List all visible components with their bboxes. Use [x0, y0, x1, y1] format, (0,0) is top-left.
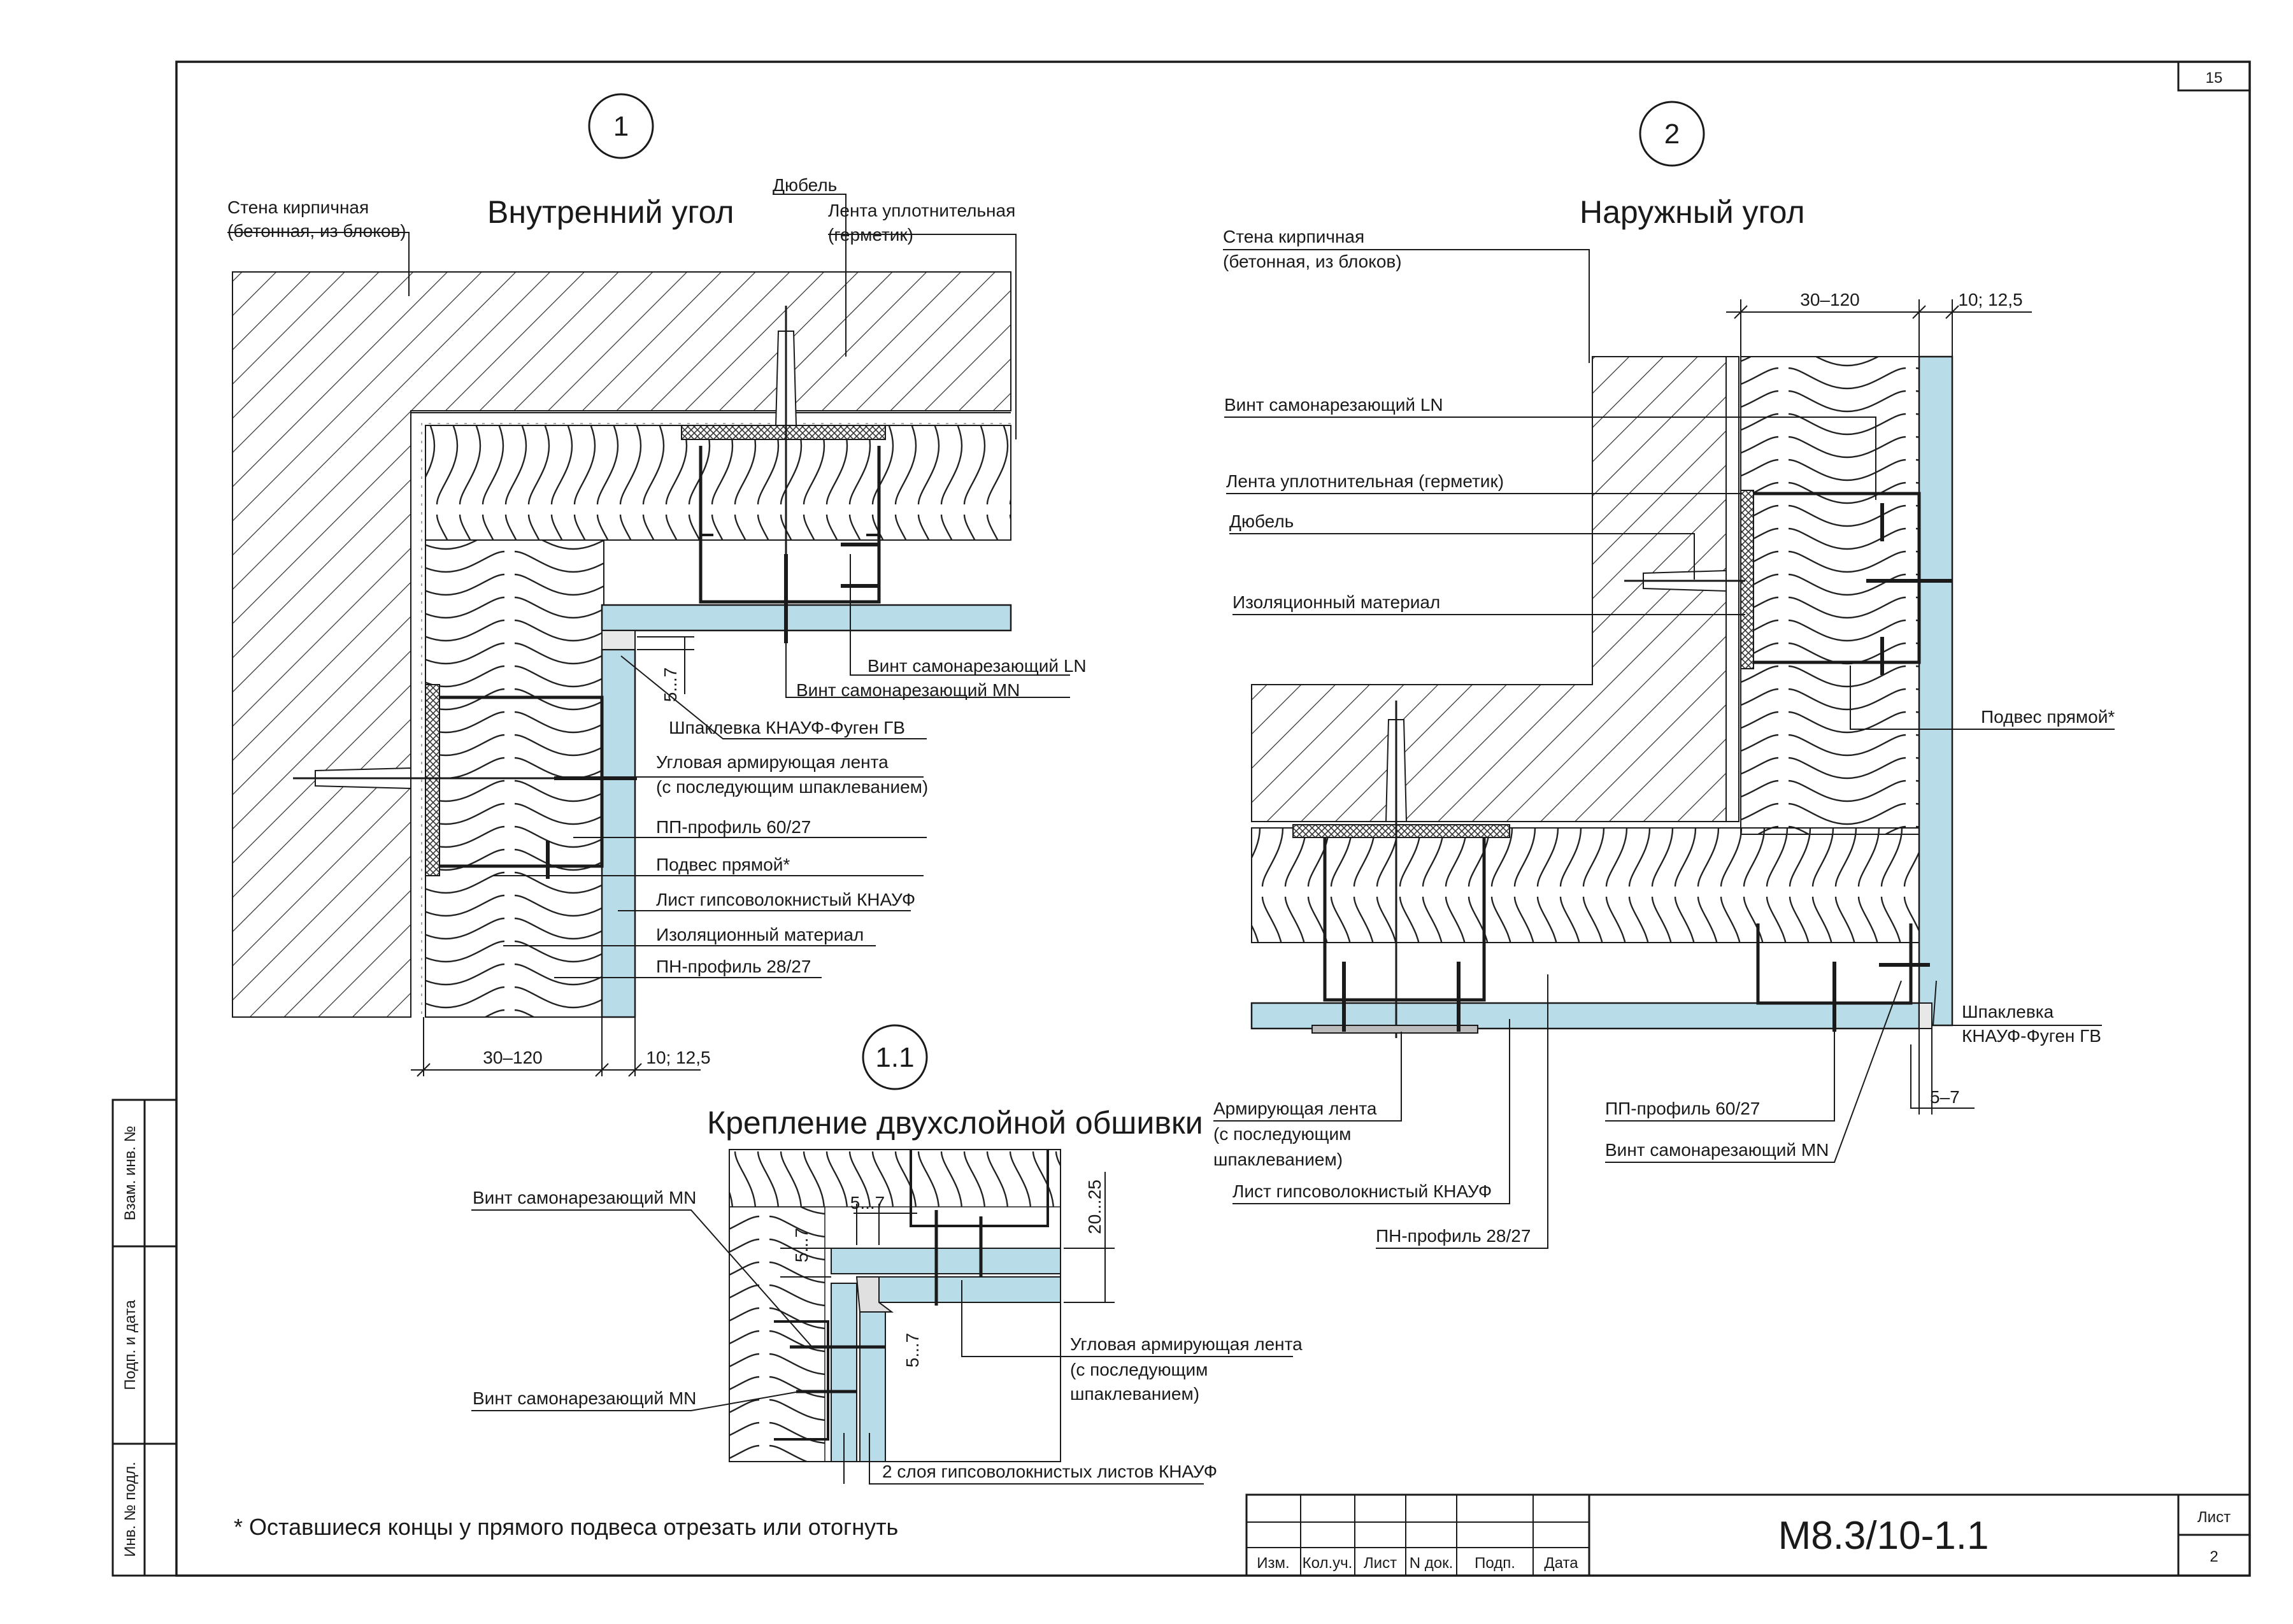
detail-1 [232, 93, 1012, 1018]
detail1-number: 1 [613, 111, 629, 142]
detail11-leaders [471, 1209, 1293, 1485]
d1-hanger: Подвес прямой* [656, 855, 790, 874]
stamp-vzam: Взам. инв. № [122, 1126, 139, 1221]
sheet-value: 2 [2210, 1548, 2218, 1565]
d1-tape-1: Лента уплотнительная [828, 201, 1015, 220]
d1-screw-mn: Винт самонарезающий MN [796, 680, 1020, 700]
d11-dim-57-left: 5...7 [792, 1228, 811, 1262]
d1-dowel: Дюбель [773, 175, 837, 195]
drawing-code: М8.3/10-1.1 [1778, 1514, 1989, 1558]
detail11-number: 1.1 [875, 1042, 914, 1073]
d11-screw-mn-b: Винт самонарезающий MN [473, 1388, 696, 1408]
d1-dim-board: 10; 12,5 [646, 1048, 710, 1067]
detail2-number: 2 [1664, 118, 1680, 150]
d2-screw-mn: Винт самонарезающий MN [1605, 1140, 1829, 1160]
d1-corner-tape-2: (с последующим шпаклеванием) [656, 777, 928, 797]
d2-pp: ПП-профиль 60/27 [1605, 1099, 1760, 1118]
d1-dim-gap: 30–120 [483, 1048, 542, 1067]
d2-putty-2: КНАУФ-Фуген ГВ [1962, 1026, 2101, 1046]
detail1-dims [411, 636, 701, 1077]
d1-sheet: Лист гипсоволокнистый КНАУФ [656, 890, 915, 909]
d1-corner-tape-1: Угловая армирующая лента [656, 752, 889, 772]
d2-dowel: Дюбель [1229, 511, 1294, 531]
d11-dim-2025: 20...25 [1085, 1179, 1104, 1234]
detail1-title: Внутренний угол [487, 194, 734, 230]
page-number: 15 [2206, 69, 2223, 87]
d2-insul: Изоляционный материал [1232, 592, 1440, 612]
tb-col-list: Лист [1364, 1555, 1397, 1572]
d1-screw-ln: Винт самонарезающий LN [868, 656, 1087, 676]
detail-1-1 [729, 1024, 1061, 1462]
d1-tape-2: (герметик) [828, 225, 913, 245]
d1-pp: ПП-профиль 60/27 [656, 817, 811, 837]
d11-corner-tape-3: шпаклеванием) [1070, 1384, 1199, 1404]
d11-screw-mn-a: Винт самонарезающий MN [473, 1188, 696, 1207]
d2-tape: Лента уплотнительная (герметик) [1226, 471, 1504, 491]
detail11-dims [780, 1172, 1115, 1303]
footnote: * Оставшиеся концы у прямого подвеса отр… [234, 1514, 898, 1540]
d1-pn: ПН-профиль 28/27 [656, 957, 811, 976]
d1-wall-2: (бетонная, из блоков) [227, 221, 406, 241]
d2-wall-2: (бетонная, из блоков) [1223, 252, 1402, 271]
d2-wall-1: Стена кирпичная [1223, 227, 1364, 246]
d11-two-layers: 2 слоя гипсоволокнистых листов КНАУФ [882, 1462, 1217, 1481]
sheet-label: Лист [2197, 1509, 2231, 1526]
d2-pn: ПН-профиль 28/27 [1376, 1226, 1531, 1246]
d11-corner-tape-1: Угловая армирующая лента [1070, 1334, 1303, 1354]
detail2-leaders [1213, 249, 2115, 1249]
d2-dim-board: 10; 12,5 [1958, 290, 2022, 310]
d11-dim-57-top: 5...7 [850, 1193, 885, 1213]
tb-col-kol: Кол.уч. [1303, 1555, 1353, 1572]
d2-dim-57: 5–7 [1930, 1087, 1960, 1107]
d11-corner-tape-2: (с последующим [1070, 1360, 1208, 1379]
detail2-dims [1726, 299, 2032, 1115]
detail11-title: Крепление двухслойной обшивки [707, 1105, 1203, 1141]
detail2-title: Наружный угол [1580, 194, 1805, 230]
detail1-leaders [227, 194, 1070, 978]
title-block [1245, 1493, 2251, 1577]
d2-tape-a-2: (с последующим [1213, 1124, 1351, 1144]
d2-putty-1: Шпаклевка [1962, 1002, 2054, 1022]
d1-putty: Шпаклевка КНАУФ-Фуген ГВ [669, 718, 905, 737]
d2-hanger: Подвес прямой* [1981, 707, 2115, 727]
d2-sheet: Лист гипсоволокнистый КНАУФ [1232, 1181, 1492, 1201]
d2-tape-a-3: шпаклеванием) [1213, 1150, 1343, 1169]
tb-col-data: Дата [1544, 1555, 1578, 1572]
stamp-inv: Инв. № подл. [122, 1462, 139, 1557]
d1-dim-57: 5...7 [661, 667, 680, 702]
stamp-podp: Подп. и дата [122, 1300, 139, 1390]
d2-screw-ln: Винт самонарезающий LN [1224, 395, 1443, 415]
d1-wall-1: Стена кирпичная [227, 197, 369, 217]
d1-insul: Изоляционный материал [656, 925, 864, 944]
detail-2 [1250, 101, 1954, 1038]
tb-col-podp: Подп. [1475, 1555, 1515, 1572]
tb-col-ndok: N док. [1410, 1555, 1454, 1572]
sheet-frame [111, 61, 2251, 1577]
d2-tape-a-1: Армирующая лента [1213, 1099, 1377, 1118]
d2-dim-gap: 30–120 [1800, 290, 1859, 310]
tb-col-izm: Изм. [1257, 1555, 1289, 1572]
d11-dim-57-mid: 5...7 [903, 1333, 922, 1367]
